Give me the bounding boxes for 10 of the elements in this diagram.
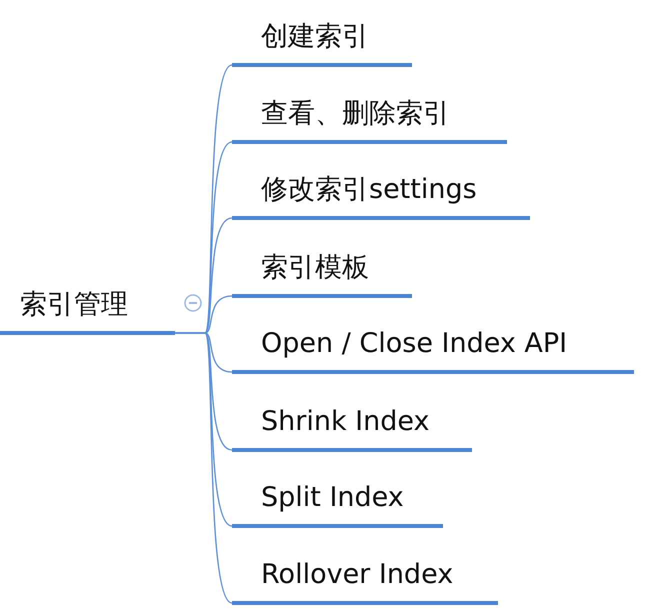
subtopic: 查看、删除索引 [232, 94, 507, 144]
subtopic: 修改索引settings [232, 170, 530, 220]
subtopic: 创建索引 [232, 17, 412, 67]
subtopic: Split Index [232, 478, 443, 528]
subtopic: Shrink Index [232, 402, 472, 452]
central-topic: 索引管理 [0, 285, 175, 335]
subtopic: 索引模板 [232, 248, 412, 298]
subtopic: Open / Close Index API [232, 324, 634, 374]
subtopic: Rollover Index [232, 555, 498, 605]
connector-line [175, 332, 232, 604]
